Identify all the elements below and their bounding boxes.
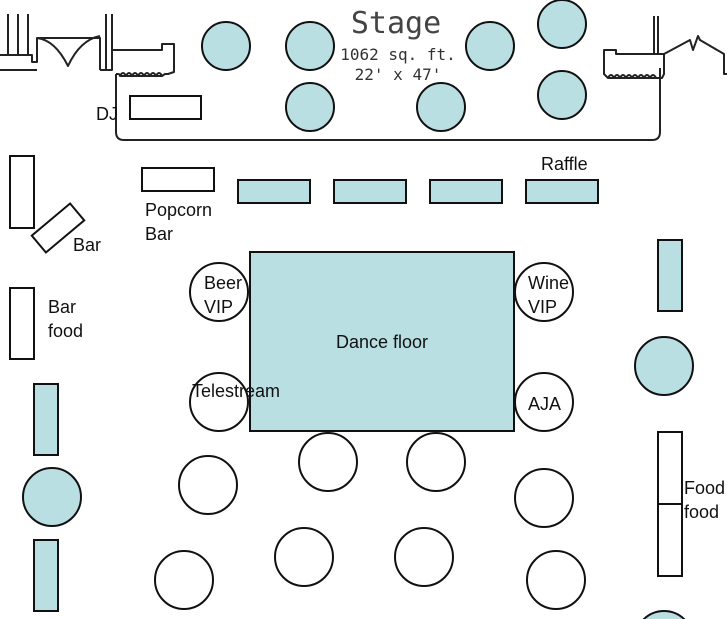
bar-food-label-line2: food [48, 321, 83, 341]
raffle-table[interactable] [429, 179, 503, 204]
dance-floor[interactable] [249, 251, 515, 432]
left-reserved-table[interactable] [33, 539, 59, 612]
dj-label: DJ [96, 104, 118, 124]
right-reserved-table[interactable] [657, 239, 683, 312]
wall-top-left [0, 14, 175, 77]
wine-vip-label-line2: VIP [528, 297, 557, 317]
round-table[interactable] [406, 432, 466, 492]
food-table-lower[interactable] [657, 503, 683, 577]
round-table[interactable] [274, 527, 334, 587]
stage-title: Stage [351, 6, 441, 41]
round-table[interactable] [394, 527, 454, 587]
stage-table[interactable] [537, 70, 587, 120]
raffle-label: Raffle [541, 154, 588, 174]
raffle-table[interactable] [525, 179, 599, 204]
dj-table[interactable] [129, 95, 202, 120]
wall-top-right [603, 16, 727, 79]
beer-vip-table[interactable] [189, 262, 249, 322]
bar-food-label-line1: Bar [48, 297, 76, 317]
beer-vip-label-line2: VIP [204, 297, 233, 317]
beer-vip-label-line1: Beer [204, 273, 242, 293]
stage-table[interactable] [416, 82, 466, 132]
stage-table[interactable] [285, 21, 335, 71]
food-label-line2: food [684, 502, 719, 522]
stage-table[interactable] [201, 21, 251, 71]
stage-boundary [115, 68, 661, 141]
round-table[interactable] [178, 455, 238, 515]
wine-vip-label-line1: Wine [528, 273, 569, 293]
round-table[interactable] [526, 550, 586, 610]
raffle-table[interactable] [333, 179, 407, 204]
round-table[interactable] [514, 468, 574, 528]
stage-table[interactable] [537, 0, 587, 49]
wine-vip-table[interactable] [514, 262, 574, 322]
round-table[interactable] [154, 550, 214, 610]
stage-area: 1062 sq. ft. [340, 45, 456, 64]
popcorn-bar-label-line1: Popcorn [145, 200, 212, 220]
popcorn-bar-table[interactable] [141, 167, 215, 192]
telestream-label: Telestream [192, 381, 280, 401]
food-table-upper[interactable] [657, 431, 683, 505]
right-reserved-round-table[interactable] [634, 336, 694, 396]
bar-table-vertical[interactable] [9, 155, 35, 229]
left-reserved-table[interactable] [33, 383, 59, 456]
bar-food-table[interactable] [9, 287, 35, 360]
popcorn-bar-label-line2: Bar [145, 224, 173, 244]
right-reserved-round-table-bottom[interactable] [635, 610, 693, 619]
stage-table[interactable] [465, 21, 515, 71]
aja-table[interactable] [514, 372, 574, 432]
raffle-table[interactable] [237, 179, 311, 204]
stage-table[interactable] [285, 82, 335, 132]
left-reserved-round-table[interactable] [22, 467, 82, 527]
aja-label: AJA [528, 394, 561, 414]
round-table[interactable] [298, 432, 358, 492]
food-label-line1: Food [684, 478, 725, 498]
bar-table-angled[interactable] [30, 202, 86, 254]
telestream-table[interactable] [189, 372, 249, 432]
dance-floor-label: Dance floor [336, 332, 428, 352]
bar-label: Bar [73, 235, 101, 255]
stage-dimensions: 22' x 47' [355, 65, 442, 84]
